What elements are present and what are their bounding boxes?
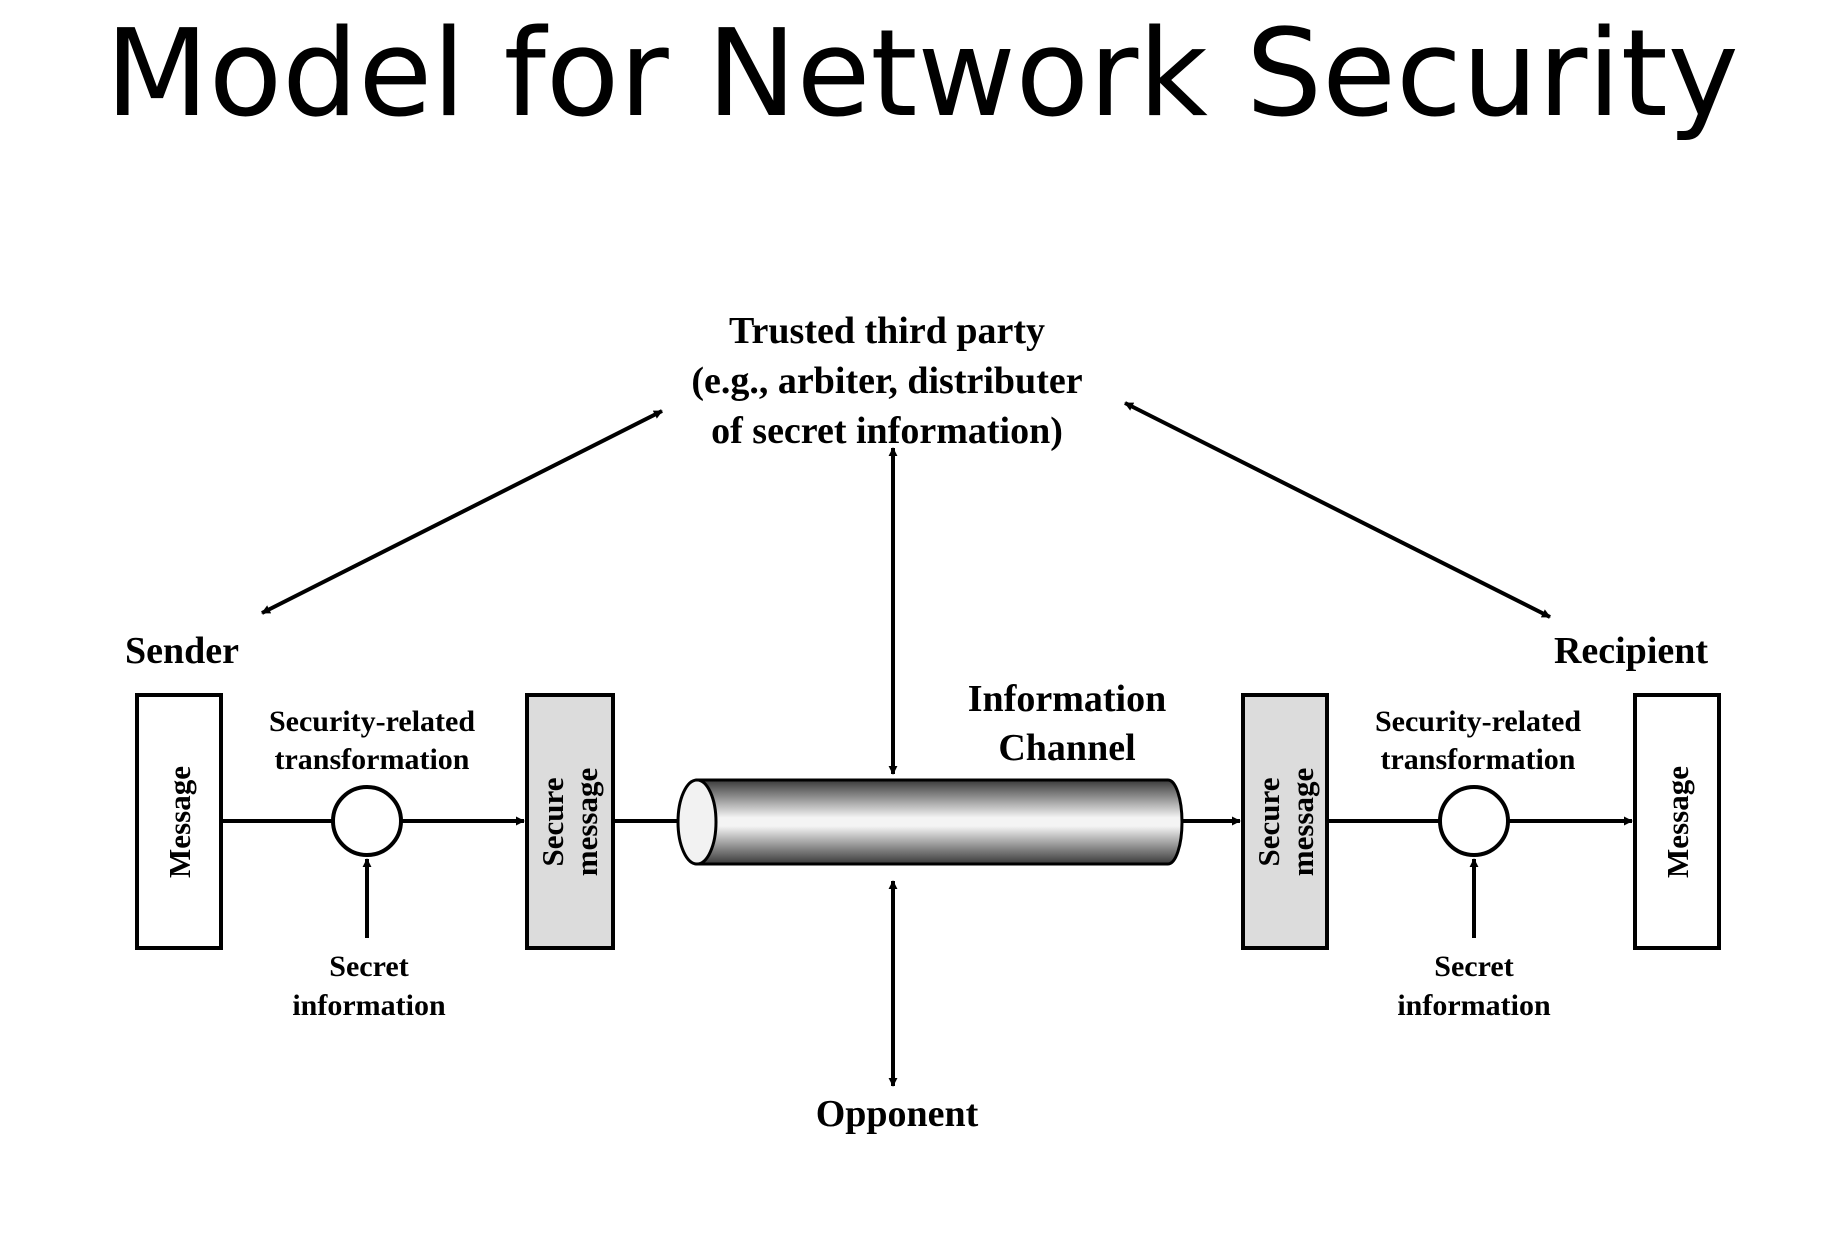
recipient-transform-line1: Security-related — [1375, 705, 1581, 738]
sender-message-label: Message — [162, 766, 197, 878]
sender-secure-line2: message — [569, 768, 604, 876]
opponent-label: Opponent — [816, 1093, 979, 1135]
page-title: Model for Network Security — [105, 5, 1739, 144]
trusted-party-line3: of secret information) — [711, 410, 1063, 452]
sender-transform-line2: transformation — [275, 743, 470, 776]
recipient-label: Recipient — [1554, 630, 1708, 672]
trusted-third-party-label: Trusted third party (e.g., arbiter, dist… — [691, 310, 1082, 452]
channel-label-line2: Channel — [998, 727, 1135, 769]
trusted-party-line2: (e.g., arbiter, distributer — [691, 360, 1082, 402]
channel-label-line1: Information — [968, 678, 1166, 720]
sender-secret-line1: Secret — [329, 950, 408, 983]
recipient-message-box — [1633, 693, 1721, 950]
recipient-secure-line1: Secure — [1251, 778, 1286, 867]
trusted-to-recipient-arrow — [1124, 401, 1551, 619]
recipient-secure-message-box — [1241, 693, 1329, 950]
sender-transform-line1: Security-related — [269, 705, 475, 738]
sender-label: Sender — [125, 630, 239, 672]
information-channel-pipe — [676, 778, 1184, 866]
recipient-transform-line2: transformation — [1381, 743, 1576, 776]
trusted-party-line1: Trusted third party — [729, 310, 1045, 352]
recipient-secret-line2: information — [1397, 989, 1551, 1022]
recipient-secure-line2: message — [1285, 768, 1320, 876]
trusted-to-sender-arrow — [261, 409, 663, 615]
recipient-message-label: Message — [1660, 766, 1695, 878]
sender-transformation-node — [331, 785, 403, 857]
sender-secure-line1: Secure — [535, 778, 570, 867]
sender-secure-message-box — [525, 693, 615, 950]
recipient-secret-line1: Secret — [1434, 950, 1513, 983]
sender-secret-line2: information — [292, 989, 446, 1022]
recipient-transformation-node — [1438, 785, 1510, 857]
